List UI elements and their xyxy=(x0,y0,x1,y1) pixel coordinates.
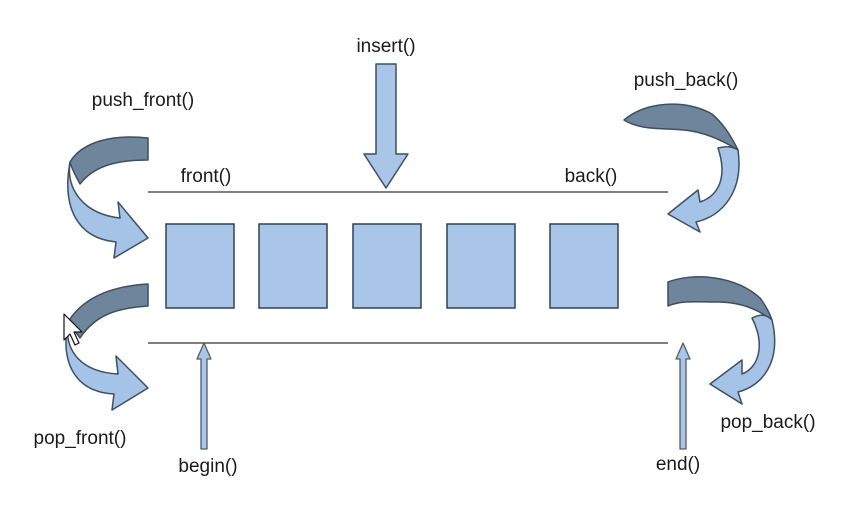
end-arrow-icon xyxy=(675,342,691,450)
insert-label: insert() xyxy=(356,36,415,57)
push-back-arrow-icon xyxy=(623,103,740,233)
mouse-cursor-icon xyxy=(63,313,83,346)
begin-arrow-icon xyxy=(196,342,212,450)
deque-element-5 xyxy=(549,223,619,309)
deque-element-1 xyxy=(165,223,235,309)
pop-front-arrow-icon xyxy=(65,283,149,411)
pop-front-label: pop_front() xyxy=(34,428,127,449)
deque-elements xyxy=(165,223,619,309)
push-front-label: push_front() xyxy=(92,90,194,111)
begin-label: begin() xyxy=(178,456,237,477)
back-label: back() xyxy=(565,166,618,187)
insert-arrow-icon xyxy=(363,63,409,189)
deque-element-2 xyxy=(258,223,328,309)
push-back-label: push_back() xyxy=(634,70,739,91)
push-front-arrow-icon xyxy=(67,136,149,259)
pop-back-label: pop_back() xyxy=(720,412,815,433)
deque-element-4 xyxy=(446,223,516,309)
pop-back-arrow-icon xyxy=(667,276,776,405)
end-label: end() xyxy=(656,454,700,475)
front-label: front() xyxy=(181,166,232,187)
deque-element-3 xyxy=(352,223,422,309)
